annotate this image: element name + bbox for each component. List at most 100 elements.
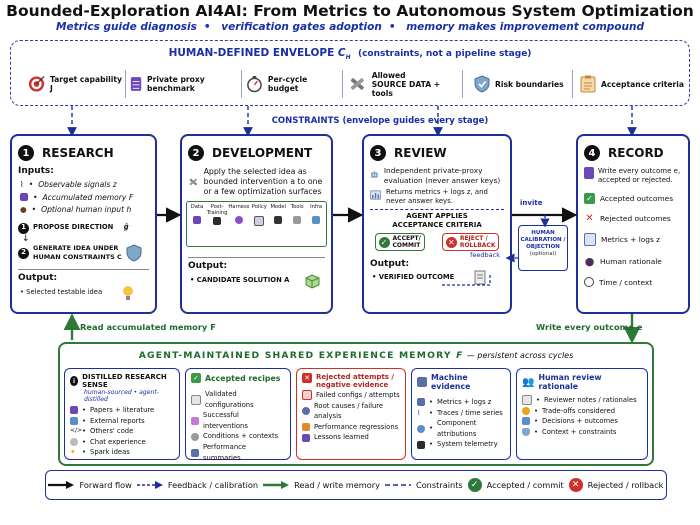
check-icon: ✓ <box>467 478 482 492</box>
record-item: Metrics + logs z <box>584 233 684 246</box>
surface-data: Data <box>188 204 206 244</box>
list-item: • Decisions + outcomes <box>522 416 642 427</box>
envelope-title: HUMAN-DEFINED ENVELOPE CH (constraints, … <box>168 47 532 62</box>
envelope-item-target: Target capability J <box>28 70 123 98</box>
memory-card-machine-evidence: Machine evidence • Metrics + logs z ⌇• T… <box>411 368 511 460</box>
list-item: • Chat experience <box>70 437 174 448</box>
legend: Forward flow Feedback / calibration Read… <box>45 470 667 500</box>
divider <box>342 70 343 98</box>
stage-title: RESEARCH <box>42 146 114 160</box>
legend-accepted: ✓Accepted / commit <box>467 478 564 492</box>
list-item: ⌇• Traces / time series <box>417 408 503 417</box>
surface-post-training: Post-Training <box>207 204 227 244</box>
review-output: • VERIFIED OUTCOME <box>372 270 510 285</box>
stage-research: 1 RESEARCH Inputs: ⌇ • Observable signal… <box>10 134 157 314</box>
shared-memory <box>58 342 654 466</box>
list-item: Conditions + contexts <box>191 431 285 442</box>
feedback-label: feedback <box>470 251 500 259</box>
memory-icon <box>20 193 28 202</box>
clock-icon <box>584 277 594 287</box>
surface-tools: Tools <box>288 204 306 244</box>
constraint-arrows <box>67 106 637 136</box>
list-item: • Reviewer notes / rationales <box>522 395 642 406</box>
list-item: • Metrics + logs z <box>417 397 505 408</box>
memory-card-human-rationale: 👥Human review rationale • Reviewer notes… <box>516 368 648 460</box>
stage-review: 3 REVIEW Independent private-proxy evalu… <box>362 134 512 314</box>
signal-icon: ⌇ <box>20 180 24 189</box>
person-icon: ● <box>20 205 27 214</box>
development-output: • CANDIDATE SOLUTION A <box>190 273 331 289</box>
research-output: • Selected testable idea <box>20 285 155 301</box>
optimization-surfaces: Data Post-Training Harness Policy Model … <box>186 201 327 247</box>
people-icon: 👥 <box>522 376 535 388</box>
target-icon <box>28 76 45 92</box>
chart-icon <box>370 190 381 200</box>
envelope-item-acceptance: Acceptance criteria <box>580 70 685 98</box>
list-item: Validated configurations <box>191 389 285 410</box>
stage-development: 2 DEVELOPMENT Apply the selected idea as… <box>180 134 333 314</box>
tools-icon <box>350 78 364 90</box>
list-item: Performance regressions <box>302 422 400 433</box>
legend-memory: Read / write memory <box>263 480 380 490</box>
surface-policy: Policy <box>250 204 268 244</box>
list-item: • Context + constraints <box>522 427 642 438</box>
list-item: • System telemetry <box>417 439 505 450</box>
surface-infra: Infra <box>307 204 325 244</box>
divider <box>241 70 242 98</box>
accept-commit-button[interactable]: ✓ ACCEPT/COMMIT <box>374 233 425 251</box>
checklist-icon <box>580 75 596 93</box>
check-icon: ✓ <box>584 193 595 204</box>
robot-icon <box>371 170 378 178</box>
list-item: </>• Others' code <box>70 427 134 436</box>
list-item: Lessons learned <box>302 432 400 443</box>
input-item: ● • Optional human input h <box>20 205 132 214</box>
record-item: ✕ Rejected outcomes <box>585 213 671 224</box>
tools-icon <box>189 178 197 186</box>
subtitle: Metrics guide diagnosis• verification ga… <box>56 21 644 33</box>
divider <box>462 70 463 98</box>
x-icon: ✕ <box>445 236 457 248</box>
x-icon: ✕ <box>585 213 594 224</box>
list-item: ✦• Spark ideas <box>70 448 130 457</box>
output-label: Output: <box>370 259 410 269</box>
stage-title: REVIEW <box>394 146 447 160</box>
legend-rejected: ✕Rejected / rollback <box>568 478 663 492</box>
list-item: • Papers + literature <box>70 405 174 416</box>
list-item: • Component attributions <box>417 418 505 439</box>
output-label: Output: <box>18 272 58 283</box>
output-label: Output: <box>188 261 228 271</box>
stage-number: 1 <box>18 145 34 161</box>
list-item: Root causes / failure analysis <box>302 401 400 422</box>
invite-label: invite <box>520 199 543 207</box>
cube-icon <box>305 274 320 289</box>
check-icon: ✓ <box>378 236 390 248</box>
server-icon <box>584 167 594 179</box>
subtitle-2: verification gates adoption <box>221 21 382 33</box>
legend-constraints: Constraints <box>384 480 463 490</box>
surface-harness: Harness <box>228 204 249 244</box>
record-item: Time / context <box>584 277 684 287</box>
document-icon <box>584 233 596 246</box>
monitor-icon <box>417 377 427 387</box>
list-item: Successful interventions <box>191 410 285 431</box>
review-eval-text: Independent private-proxy evaluation (ne… <box>383 166 501 185</box>
record-item: ✓ Accepted outcomes <box>584 193 684 204</box>
list-item: • Trade-offs considered <box>522 406 642 417</box>
lightbulb-icon <box>123 285 134 300</box>
list-item: • External reports <box>70 416 174 427</box>
stage-record: 4 RECORD Write every outcome e, accepted… <box>576 134 690 314</box>
memory-title: AGENT-MAINTAINED SHARED EXPERIENCE MEMOR… <box>138 350 574 361</box>
research-inputs: ⌇ • Observable signals z • Accumulated m… <box>20 180 155 215</box>
envelope-item-budget: Per-cycle budget <box>246 70 336 98</box>
check-icon: ✓ <box>191 373 201 383</box>
record-item: Write every outcome e, accepted or rejec… <box>584 167 684 185</box>
legend-forward: Forward flow <box>48 480 132 490</box>
memory-card-rejected: ✕Rejected attempts / negative evidence F… <box>296 368 406 460</box>
reject-rollback-button[interactable]: ✕ REJECT /ROLLBACK <box>441 233 500 251</box>
stopwatch-icon <box>247 76 262 93</box>
person-icon: ● <box>584 255 595 268</box>
review-returns-text: Returns metrics + logs z, and never answ… <box>386 188 488 205</box>
constraints-label: CONSTRAINTS (envelope guides every stage… <box>271 116 489 126</box>
